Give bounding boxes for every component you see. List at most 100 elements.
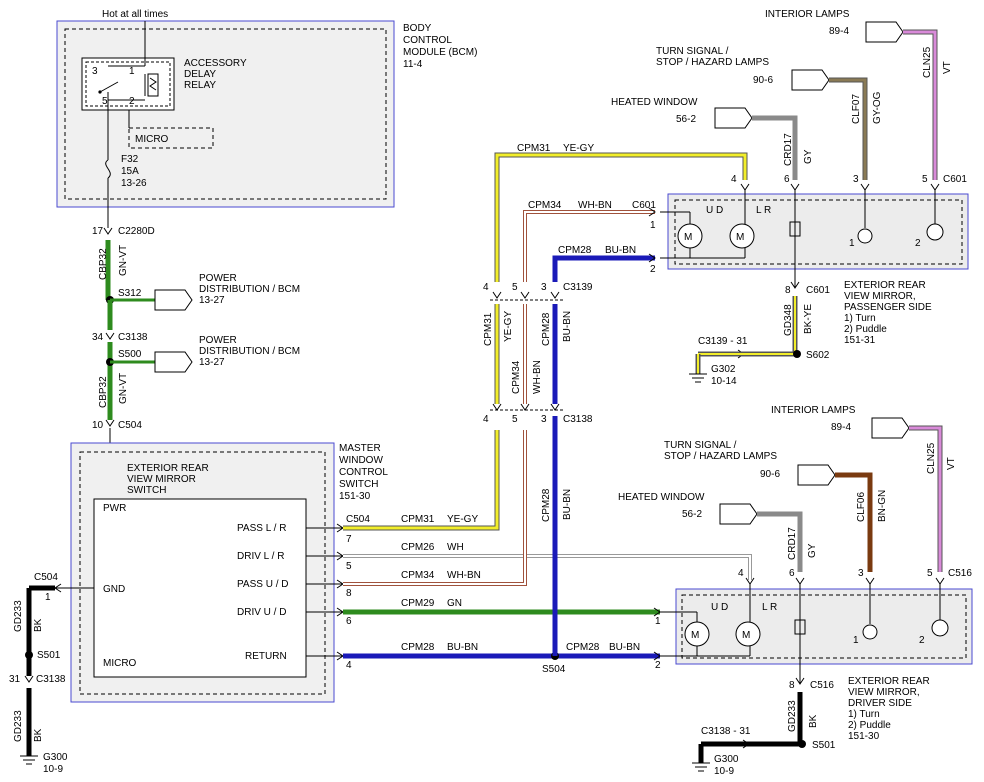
g300-left-1: G300 [43, 752, 68, 763]
bubn-b-label: BU-BN [609, 642, 640, 653]
wire-pin-7: 7 [346, 534, 352, 545]
p-bkye: BK-YE [803, 304, 814, 334]
d-motor-lr [735, 621, 761, 647]
s312-label: S312 [118, 288, 142, 299]
d-gd233: GD233 [787, 700, 798, 732]
cpm26-label: CPM26 [401, 542, 435, 553]
p-motor-lr [729, 223, 755, 249]
yegy-h-label: YE-GY [447, 514, 478, 525]
p-c601b-pin: 8 [785, 285, 791, 296]
d-turn-2: STOP / HAZARD LAMPS [664, 451, 777, 462]
p-turn-arrow [791, 69, 830, 91]
relay-pin-1: 1 [129, 66, 135, 77]
d-interior-ref: 89-4 [831, 422, 851, 433]
bcm-inner-dashed [64, 28, 387, 200]
c504-top-label: C504 [118, 420, 142, 431]
c601-left-pin2: 2 [650, 264, 656, 275]
p-g302-1: G302 [711, 364, 736, 375]
d-c516: C516 [948, 568, 972, 579]
p-lamp-pin2: 2 [915, 238, 921, 249]
relay-pin-3: 3 [92, 66, 98, 77]
cpm34-h-label: CPM34 [401, 570, 435, 581]
c2280d-pin: 17 [92, 226, 104, 237]
gnd-s501: S501 [37, 650, 61, 661]
v-whbn: WH-BN [532, 360, 543, 394]
gnvt-label-1: GN-VT [118, 245, 129, 276]
whbn-h-label: WH-BN [447, 570, 481, 581]
g300-left-2: 10-9 [43, 764, 63, 775]
d-s501: S501 [812, 740, 836, 751]
d-turn-ref: 90-6 [760, 469, 780, 480]
fuse-label-1: F32 [121, 154, 139, 165]
s504-label: S504 [542, 664, 566, 675]
d-turn-arrow [797, 464, 836, 486]
c3138-connector [105, 332, 115, 340]
v-cpm28: CPM28 [541, 312, 552, 346]
p-puddle-lamp [926, 223, 944, 241]
mwcs-title-3: CONTROL [339, 467, 388, 478]
mwcs-driv-lr: DRIV L / R [237, 551, 284, 562]
cpm28-b-label: CPM28 [566, 642, 600, 653]
d-heater [794, 619, 806, 635]
d-g300-1: G300 [714, 754, 739, 765]
v-yegy: YE-GY [503, 311, 514, 342]
p-ud: U D [706, 205, 723, 216]
d-bk: BK [808, 714, 819, 728]
d-bngn: BN-GN [877, 490, 888, 522]
relay-label-2: DELAY [184, 69, 216, 80]
fuse-f32 [105, 159, 111, 179]
p-pin-3: 3 [853, 174, 859, 185]
pd1-line-1: POWER [199, 273, 237, 284]
d-turn-1: TURN SIGNAL / [664, 440, 737, 451]
d-lamp-pin2: 2 [919, 635, 925, 646]
d-heated-ref: 56-2 [682, 509, 702, 520]
d-interior-lamps: INTERIOR LAMPS [771, 405, 856, 416]
mwcs-inner-2: VIEW MIRROR [127, 474, 196, 485]
p-motor-ud [677, 223, 703, 249]
d-ud: U D [711, 602, 728, 613]
svg-text:M: M [691, 630, 699, 641]
c601-left-label: C601 [632, 200, 656, 211]
mwcs-inner-3: SWITCH [127, 485, 166, 496]
pd1-line-2: DISTRIBUTION / BCM [199, 284, 300, 295]
c3138-label: C3138 [118, 332, 148, 343]
p-heater [789, 221, 801, 237]
mwcs-pass-ud: PASS U / D [237, 579, 289, 590]
p-heated-arrow [714, 107, 753, 129]
p-title-5: 2) Puddle [844, 324, 887, 335]
c3138-mid-label: C3138 [563, 414, 593, 425]
bcm-title-2: CONTROL [403, 35, 452, 46]
d-motor-ud [684, 621, 710, 647]
p-turn-lamp [857, 228, 873, 244]
p-title-2: VIEW MIRROR, [844, 291, 916, 302]
mwcs-pass-lr: PASS L / R [237, 523, 286, 534]
d-turn-lamp [862, 624, 878, 640]
p-turn-2: STOP / HAZARD LAMPS [656, 57, 769, 68]
c3139-pin-4: 4 [483, 282, 489, 293]
d-title-5: 2) Puddle [848, 720, 891, 731]
d-crd17: CRD17 [787, 527, 798, 560]
c3138-pin-3: 3 [541, 414, 547, 425]
mwcs-pwr: PWR [103, 503, 126, 514]
mwcs-title-5: 151-30 [339, 491, 371, 502]
d-pin-5: 5 [927, 568, 933, 579]
top-whbn: WH-BN [578, 200, 612, 211]
s500-pd-arrow [154, 351, 193, 373]
p-title-4: 1) Turn [844, 313, 876, 324]
mwcs-gnd: GND [103, 584, 125, 595]
c504-pin-10: 10 [92, 420, 104, 431]
d-g300-2: 10-9 [714, 766, 734, 777]
d-vt: VT [946, 457, 957, 470]
gnd-c504: C504 [34, 572, 58, 583]
d-cln25: CLN25 [926, 442, 937, 474]
svg-text:M: M [742, 630, 750, 641]
d-pin-4: 4 [738, 568, 744, 579]
relay-pin-5: 5 [102, 96, 108, 107]
d-heated: HEATED WINDOW [618, 492, 705, 503]
p-pin-5: 5 [922, 174, 928, 185]
d-left-pin2: 2 [655, 660, 661, 671]
bcm-micro-label: MICRO [135, 134, 169, 145]
d-title-3: DRIVER SIDE [848, 698, 912, 709]
d-interior-arrow [871, 417, 910, 439]
hot-label: Hot at all times [102, 9, 168, 20]
